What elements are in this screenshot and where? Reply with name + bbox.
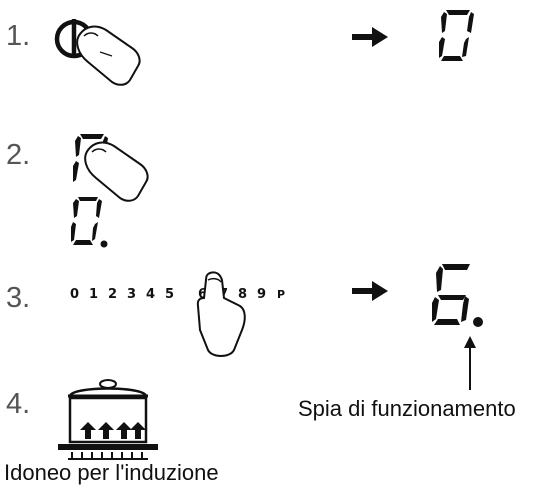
- finger-icon: [76, 25, 141, 86]
- seven-segment-display-step3: [432, 264, 483, 327]
- slider-label-5: 5: [165, 287, 175, 302]
- arrow-right-icon: [352, 27, 388, 47]
- slider-label-0: 0: [70, 287, 80, 302]
- slider-label-2: 2: [108, 287, 118, 302]
- step-number-2: 2.: [6, 139, 31, 171]
- arrow-right-icon: [352, 281, 388, 301]
- indicator-light-label: Spia di funzionamento: [298, 396, 516, 421]
- seven-segment-display-step2: [71, 197, 108, 248]
- finger-icon: [84, 141, 149, 202]
- induction-suitable-label: Idoneo per l'induzione: [4, 460, 219, 485]
- power-level-slider[interactable]: 0 1 2 3 4 5 6 7 8 9 P: [70, 288, 310, 308]
- slider-label-9: 9: [257, 287, 267, 302]
- indicator-pointer-arrow-icon: [464, 336, 476, 390]
- step-number-1: 1.: [6, 20, 31, 52]
- step-number-4: 4.: [6, 388, 31, 420]
- slider-label-8: 8: [238, 287, 248, 302]
- slider-label-4: 4: [146, 287, 156, 302]
- slider-label-p: P: [277, 288, 286, 301]
- slider-label-3: 3: [127, 287, 137, 302]
- seven-segment-display-step1: [439, 10, 474, 61]
- step-number-3: 3.: [6, 282, 31, 314]
- slider-label-6: 6: [198, 287, 208, 302]
- induction-pot-icon: [58, 379, 158, 460]
- slider-label-1: 1: [89, 287, 99, 302]
- finger-icon: [196, 271, 246, 357]
